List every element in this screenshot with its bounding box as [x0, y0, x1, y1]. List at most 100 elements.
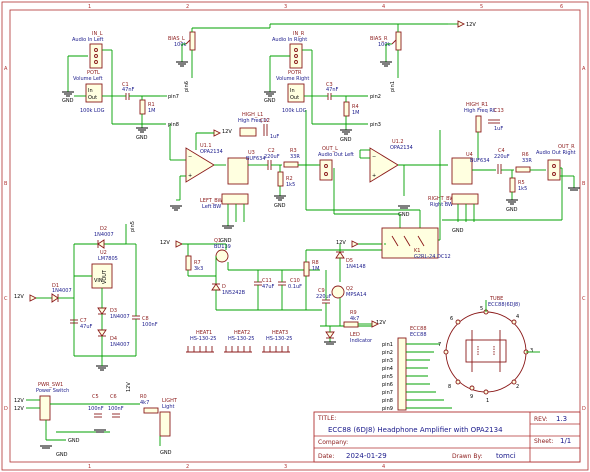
c4-ref: C4 [498, 148, 505, 154]
k1-ref: K1 [414, 248, 420, 254]
input-right-section: IN_R Audio In Right GND POTR Volume Righ… [264, 31, 381, 143]
grid-col-6-top: 6 [560, 4, 563, 10]
svg-text:2: 2 [516, 384, 519, 390]
c10-ref: C10 [290, 278, 300, 284]
left-bw-ref: LEFT_BW [200, 198, 223, 204]
d3-value: 1N4007 [110, 314, 130, 320]
d-ref: D [222, 284, 226, 290]
svg-text:GND: GND [160, 450, 172, 456]
c13-value: 1uF [494, 126, 503, 132]
heat3-ref: HEAT3 [272, 330, 288, 336]
high-r1-value: High Freq RC [464, 108, 497, 114]
grid-row-b-right: B [582, 181, 586, 187]
svg-text:9: 9 [470, 394, 473, 400]
d1-diode [51, 293, 59, 303]
u4-ref: U4 [466, 152, 473, 158]
d2-value: 1N4007 [94, 232, 114, 238]
r4-body [343, 101, 350, 117]
c7-ref: C7 [80, 318, 87, 324]
in-l-pin3 [94, 60, 98, 64]
v12-r0-label: 12V [126, 382, 132, 392]
u3-value: BUF634 [246, 156, 266, 162]
c11-ref: C11 [262, 278, 272, 284]
grid-col-1-bottom: 1 [88, 464, 91, 470]
grid-row-a-left: A [4, 66, 8, 72]
led-diode [325, 331, 335, 339]
in-r-ref: IN_R [293, 31, 305, 37]
r3-body [283, 161, 299, 168]
svg-text:7: 7 [438, 342, 441, 348]
date-label: Date: [318, 453, 334, 460]
hdr-pin2: pin2 [382, 350, 393, 356]
potl-body [85, 83, 103, 103]
pin6-label-left: pin6 [184, 81, 190, 92]
grid-col-4-top: 4 [382, 4, 385, 10]
hdr-pin7: pin7 [382, 390, 393, 396]
ecc88-pin-header: ECC88 ECC88 pin1 pin2 pin3 pin4 pin5 pin… [382, 326, 452, 412]
svg-text:GND: GND [506, 207, 518, 213]
c9-value: 220uF [316, 294, 332, 300]
svg-text:+: + [188, 173, 192, 179]
v12-led-label: 12V [376, 320, 386, 326]
in-l-value: Audio In Left [72, 37, 103, 43]
d2-diode [97, 239, 105, 249]
r5-body [509, 177, 516, 193]
opamp-left-section: − + U1.1 OPA2134 12V HIGH_L1 High Freq L… [169, 112, 354, 244]
svg-text:GND: GND [274, 203, 286, 209]
c12-value: 1uF [270, 134, 279, 140]
tube-value: ECC88(6DJ8) [488, 302, 520, 308]
power-switch-section: PWR_SW1 Power Switch 12V 12V GND C5 100n… [14, 382, 178, 458]
d3-diode [97, 307, 107, 315]
u4-value: BUF634 [470, 158, 490, 164]
svg-text:VIN: VIN [94, 278, 103, 284]
r3-value: 33R [290, 154, 300, 160]
interconnect-wires [305, 110, 563, 241]
svg-text:6: 6 [450, 316, 453, 322]
tube-inner [465, 339, 507, 363]
grid-col-1-top: 1 [88, 4, 91, 10]
hdr-pin6: pin6 [382, 382, 393, 388]
svg-text:4: 4 [516, 314, 519, 320]
r8-body [303, 261, 310, 277]
c2-ref: C2 [268, 148, 275, 154]
svg-text:1: 1 [486, 398, 489, 404]
d4-ref: D4 [110, 336, 117, 342]
k1-relay [381, 227, 439, 259]
in-l-ref: IN_L [92, 31, 103, 37]
high-l1-value: High Freq LC [238, 118, 270, 124]
in-l-pin1 [94, 48, 98, 52]
r8-ref: R8 [312, 260, 319, 266]
r1-value: 1M [148, 108, 156, 114]
grid-col-2-top: 2 [186, 4, 189, 10]
c6-value: 100nF [108, 406, 124, 412]
svg-text:GND: GND [136, 135, 148, 141]
ground-icon [62, 91, 74, 97]
potl-value: Volume Left [73, 76, 103, 82]
svg-text:GND: GND [340, 137, 352, 143]
c7-value: 47uF [80, 324, 93, 330]
bias-r-value: 100k [378, 42, 391, 48]
d5-ref: D5 [346, 258, 353, 264]
high-l1-ref: HIGH_L1 [242, 112, 263, 118]
right-bw-value: Right BW [430, 202, 453, 208]
d4-diode [97, 329, 107, 337]
heat2-value: HS-130-25 [228, 336, 254, 342]
hdr-pin3: pin3 [382, 358, 393, 364]
v12-u1-label: 12V [222, 129, 232, 135]
heat3-symbol [262, 346, 290, 353]
svg-text:8: 8 [448, 384, 451, 390]
light-body [159, 411, 171, 437]
svg-text:GND: GND [62, 98, 74, 104]
c3-ref: C3 [326, 82, 333, 88]
hdr-pin5: pin5 [382, 374, 393, 380]
delay-relay-section: 12V Q1 BD139 R7 3k3 D 1N5242B C11 47uF C… [160, 227, 451, 345]
u1-2-ref: U1.2 [392, 139, 404, 145]
d2-ref: D2 [100, 226, 107, 232]
c3-value: 47nF [326, 87, 339, 93]
out-l-value: Audio Out Left [318, 152, 354, 158]
svg-text:GND: GND [68, 438, 80, 444]
led-value: Indicator [350, 338, 373, 344]
c1-ref: C1 [122, 82, 129, 88]
